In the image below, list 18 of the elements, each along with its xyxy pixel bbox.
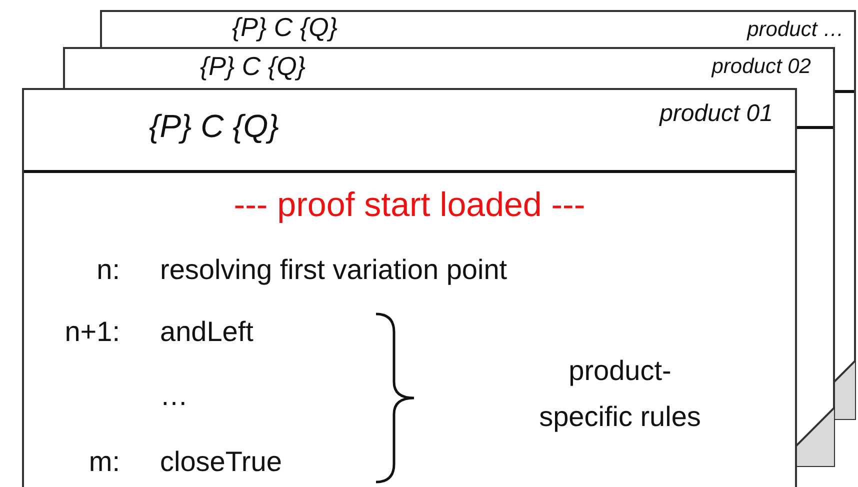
status-message: --- proof start loaded --- <box>232 186 586 225</box>
ellipsis: … <box>160 380 188 412</box>
hoare-triple: {P} C {Q} <box>200 51 306 82</box>
step-number: m: <box>88 446 120 478</box>
rule-name: closeTrue <box>160 446 282 478</box>
product-name: product 01 <box>660 100 773 128</box>
hoare-triple: {P} C {Q} <box>149 108 279 145</box>
hoare-triple: {P} C {Q} <box>232 12 338 43</box>
product-name: product 02 <box>712 55 811 79</box>
document-card <box>63 47 835 90</box>
step-number: n: <box>96 254 120 286</box>
document-card <box>22 88 797 487</box>
rule-name: andLeft <box>160 316 254 348</box>
rule-name: resolving first variation point <box>160 254 508 286</box>
product-name: product … <box>747 18 844 42</box>
step-number: n+1: <box>64 316 120 348</box>
document-card <box>100 10 856 49</box>
brace-annotation: product- specific rules <box>538 354 702 434</box>
